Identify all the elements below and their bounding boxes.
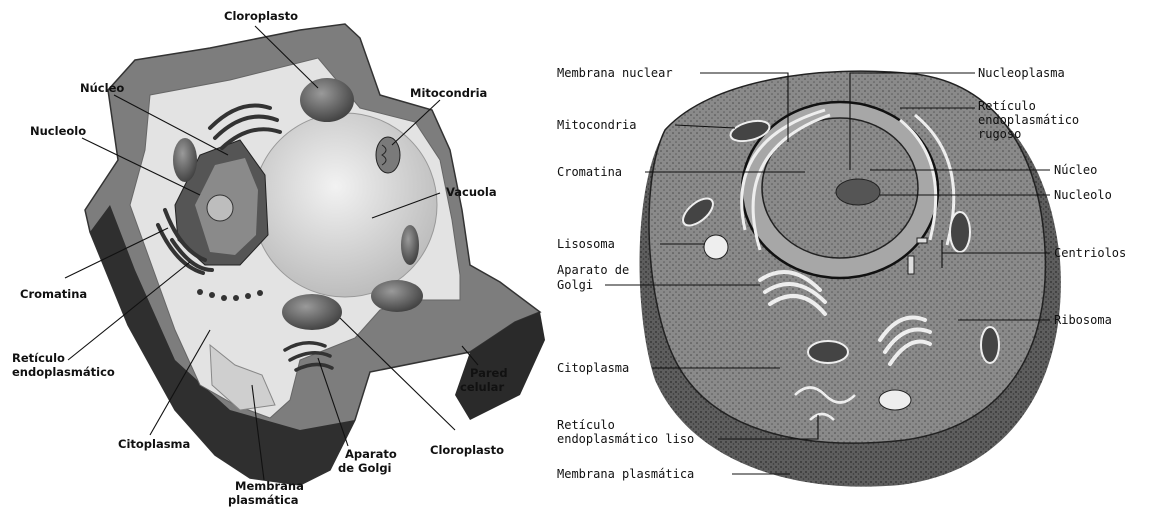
label-reticulo-plant-2: endoplasmático (12, 365, 115, 379)
label-vacuola: Vacuola (446, 185, 497, 199)
label-mitocondria-animal: Mitocondria (557, 118, 636, 132)
label-aparato-animal-1: Aparato de (557, 263, 629, 277)
plant-chloroplast-5 (173, 138, 197, 182)
label-nucleolo-animal: Nucleolo (1054, 188, 1112, 202)
animal-nucleolus (836, 179, 880, 205)
plant-chloroplast-1 (300, 78, 354, 122)
label-mitocondria-plant: Mitocondria (410, 86, 487, 100)
label-centriolos: Centriolos (1054, 246, 1126, 260)
plant-chloroplast-2 (282, 294, 342, 330)
plant-chloroplast-3 (371, 280, 423, 312)
label-cromatina-animal: Cromatina (557, 165, 622, 179)
label-nucleoplasma: Nucleoplasma (978, 66, 1065, 80)
label-aparato-plant-2: de Golgi (338, 461, 392, 475)
label-reticulo-rugoso-2: endoplasmático (978, 113, 1079, 127)
label-pared-1: Pared (470, 366, 508, 380)
label-reticulo-liso-1: Retículo (557, 418, 615, 432)
label-aparato-plant-1: Aparato (345, 447, 397, 461)
animal-lysosome-1 (704, 235, 728, 259)
label-pared-2: celular (460, 380, 504, 394)
plant-vacuole (253, 113, 437, 297)
label-nucleo-animal: Núcleo (1054, 163, 1097, 177)
animal-lysosome-2 (879, 390, 911, 410)
label-cloroplasto-top: Cloroplasto (224, 9, 298, 23)
label-cloroplasto-bottom: Cloroplasto (430, 443, 504, 457)
label-reticulo-rugoso-1: Retículo (978, 99, 1036, 113)
label-reticulo-plant-1: Retículo (12, 351, 65, 365)
label-membrana-nuclear: Membrana nuclear (557, 66, 673, 80)
label-membrana-plant-2: plasmática (228, 493, 299, 507)
label-nucleo-plant: Núcleo (80, 81, 124, 95)
label-nucleolo-plant: Nucleolo (30, 124, 86, 138)
label-reticulo-rugoso-3: rugoso (978, 127, 1021, 141)
label-citoplasma-animal: Citoplasma (557, 361, 629, 375)
label-reticulo-liso-2: endoplasmático liso (557, 432, 694, 446)
plant-chloroplast-4 (401, 225, 419, 265)
plant-mitochondrion (376, 137, 400, 173)
label-citoplasma-plant: Citoplasma (118, 437, 190, 451)
label-cromatina-plant: Cromatina (20, 287, 87, 301)
label-ribosoma: Ribosoma (1054, 313, 1112, 327)
label-lisosoma: Lisosoma (557, 237, 615, 251)
plant-nucleolus (207, 195, 233, 221)
label-membrana-plant-1: Membrana (235, 479, 304, 493)
label-aparato-animal-2: Golgi (557, 278, 593, 292)
label-membrana-plasmatica-animal: Membrana plasmática (557, 467, 694, 481)
